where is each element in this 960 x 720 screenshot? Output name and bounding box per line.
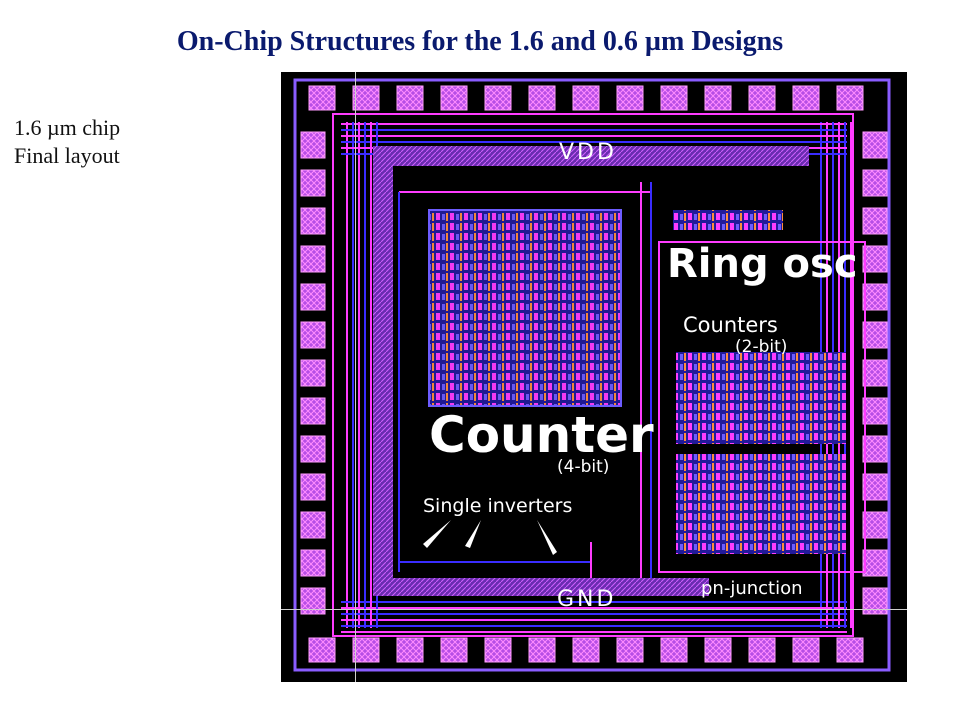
bond-pad [704,85,732,111]
bond-pad [862,283,888,311]
bond-pad [862,207,888,235]
pn-junction-label: pn-junction [701,578,803,599]
gnd-label: GND [557,587,616,612]
bond-pad [484,637,512,663]
bond-pad [528,637,556,663]
bond-pad [704,637,732,663]
bond-pad [572,85,600,111]
bond-pads [300,85,888,663]
bond-pad [300,131,326,159]
frame-line-vertical [355,72,356,682]
counters-bits-label: (2-bit) [735,337,787,357]
single-inverters-label: Single inverters [423,495,572,517]
bond-pad [300,207,326,235]
bond-pad [352,85,380,111]
counter-label: Counter [429,406,654,464]
bond-pad [836,85,864,111]
chip-outer-ring [293,78,891,672]
counter-4bit-outline [428,209,622,407]
bond-pad [440,637,468,663]
bond-pad [300,397,326,425]
gnd-rail [373,578,709,596]
bond-pad [862,587,888,615]
bond-pad [300,321,326,349]
vdd-label: VDD [559,140,617,165]
bond-pad [300,549,326,577]
chip-layout-svg: VDD Ring osc Counters (2-bit) Counter (4… [281,72,907,682]
chip-caption: 1.6 µm chip Final layout [14,114,120,170]
bond-pad [300,169,326,197]
bond-pad [862,131,888,159]
counter-4bit-block [429,210,621,406]
bond-pad [862,321,888,349]
bond-pad [862,397,888,425]
bond-pad [528,85,556,111]
bond-pad [300,587,326,615]
bond-pad [792,637,820,663]
left-power-rail [373,146,393,586]
chip-layout-image: VDD Ring osc Counters (2-bit) Counter (4… [281,72,907,682]
frame-line-horizontal [281,609,907,610]
bond-pad [660,637,688,663]
bond-pad [836,637,864,663]
bond-pad [616,85,644,111]
bond-pad [396,85,424,111]
vdd-rail [373,146,809,166]
counters-label: Counters [683,313,778,337]
bond-pad [862,245,888,273]
bond-pad [300,435,326,463]
inverter-arrow-3 [537,520,557,555]
bond-pad [862,549,888,577]
page-title: On-Chip Structures for the 1.6 and 0.6 µ… [176,26,784,57]
inverter-arrow-2 [465,520,481,548]
bond-pad [572,637,600,663]
bond-pad [300,245,326,273]
bond-pad [300,359,326,387]
bond-pad [660,85,688,111]
bond-pad [396,637,424,663]
bond-pad [748,637,776,663]
bond-pad [440,85,468,111]
bond-pad [308,85,336,111]
bond-pad [484,85,512,111]
bond-pad [308,637,336,663]
bond-pad [862,359,888,387]
bond-pad [792,85,820,111]
bond-pad [616,637,644,663]
bond-pad [300,283,326,311]
chip-inner-ring [332,113,854,637]
bond-pad [300,473,326,501]
ring-osc-label: Ring osc [667,241,858,287]
counters-2bit-block-1 [676,352,846,444]
bond-pad [862,511,888,539]
bond-pad [862,169,888,197]
counter-bits-label: (4-bit) [557,457,609,477]
ring-osc-region [658,241,866,573]
chip-caption-line-1: 1.6 µm chip [14,115,121,140]
bond-pad [862,473,888,501]
ring-osc-cells [673,210,783,230]
bond-pad [352,637,380,663]
bond-pad [862,435,888,463]
bond-pad [300,511,326,539]
inverter-arrow-1 [423,520,451,548]
bond-pad [748,85,776,111]
counters-2bit-block-2 [676,454,846,554]
chip-caption-line-2: Final layout [14,143,120,168]
